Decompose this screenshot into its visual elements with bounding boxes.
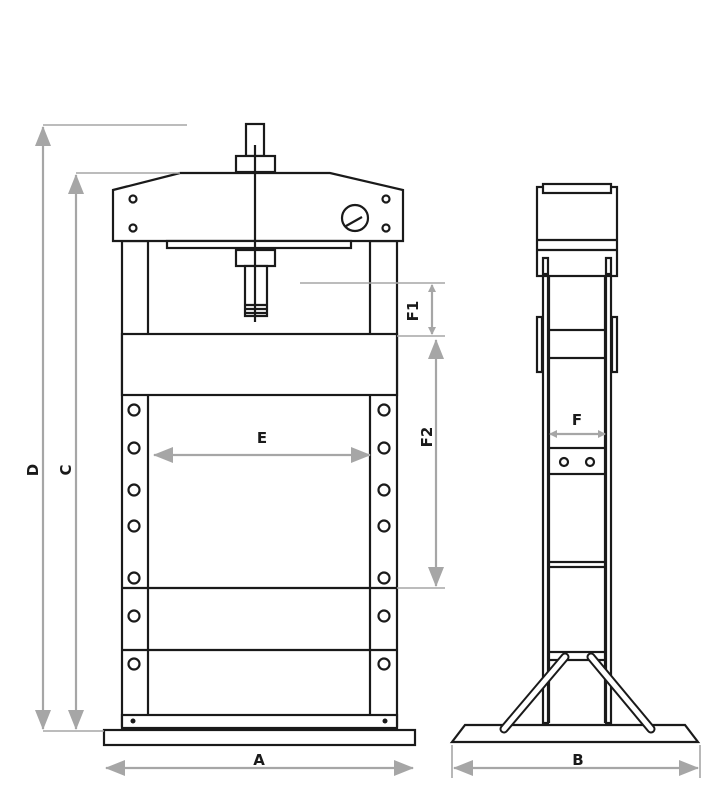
side-upright-right — [604, 255, 613, 725]
label-f1: F1 — [404, 301, 422, 322]
cap-holes — [128, 194, 391, 233]
ram-plate — [165, 239, 353, 250]
label-f2: F2 — [418, 427, 436, 448]
side-pad — [610, 315, 619, 374]
side-upright-left — [541, 255, 550, 725]
label-f: F — [572, 411, 582, 429]
column-holes — [127, 403, 391, 671]
cross-beam — [120, 332, 399, 397]
side-hole-plate — [547, 446, 607, 476]
side-beam-block — [547, 328, 607, 360]
pressure-gauge-icon — [340, 203, 370, 233]
base-plate — [102, 728, 417, 747]
side-base — [449, 723, 701, 744]
side-dimensions: F B — [451, 411, 701, 778]
label-e: E — [257, 429, 267, 447]
front-dimensions: D C A E F1 F2 — [24, 124, 445, 776]
side-pad — [535, 315, 544, 374]
label-d: D — [24, 464, 42, 476]
label-a: A — [253, 751, 265, 769]
bottom-rail — [120, 713, 399, 730]
front-view — [102, 122, 417, 747]
label-c: C — [57, 464, 75, 475]
label-b: B — [572, 751, 583, 769]
side-view — [449, 182, 701, 744]
